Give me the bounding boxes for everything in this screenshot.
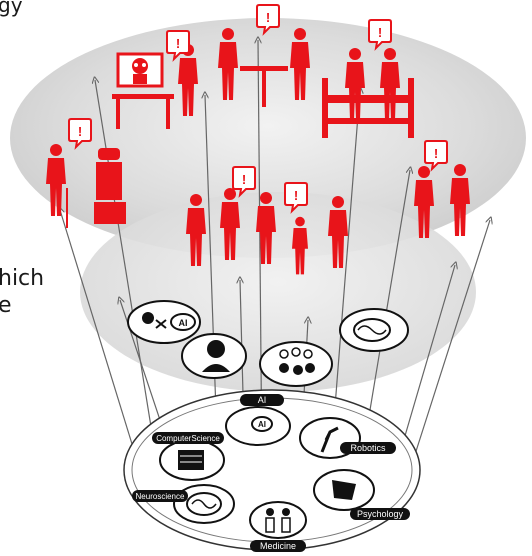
people-at-table-scene — [218, 4, 310, 107]
label-computer-science: ComputerScience — [156, 434, 220, 443]
brain-icon — [339, 308, 409, 352]
label-neuroscience: Neuroscience — [136, 492, 185, 501]
discipline-computer-science: ComputerScience — [152, 432, 225, 481]
label-psychology: Psychology — [357, 509, 404, 519]
discipline-psychology: Psychology — [313, 469, 410, 520]
discipline-medicine: Medicine — [249, 501, 307, 552]
text-fragment-mid-left-2: e — [0, 293, 12, 318]
label-medicine: Medicine — [260, 541, 296, 551]
label-robotics: Robotics — [350, 443, 386, 453]
text-fragment-top-left: gy — [0, 0, 23, 17]
hospital-bed-scene — [322, 19, 414, 138]
group-thinking-icon — [259, 341, 333, 387]
discipline-ai: AI AI — [225, 394, 291, 446]
text-fragment-mid-left-1: hich — [0, 266, 44, 291]
human-ai-icon: AI — [127, 300, 201, 344]
discipline-robotics: Robotics — [299, 417, 396, 459]
robot-desk-scene — [112, 30, 198, 129]
discipline-neuroscience: Neuroscience — [132, 484, 235, 524]
head-profile-icon — [181, 333, 247, 379]
svg-text:AI: AI — [258, 420, 266, 429]
label-ai: AI — [258, 395, 267, 405]
elderly-with-robot-scene — [46, 118, 126, 228]
svg-text:AI: AI — [179, 318, 188, 328]
